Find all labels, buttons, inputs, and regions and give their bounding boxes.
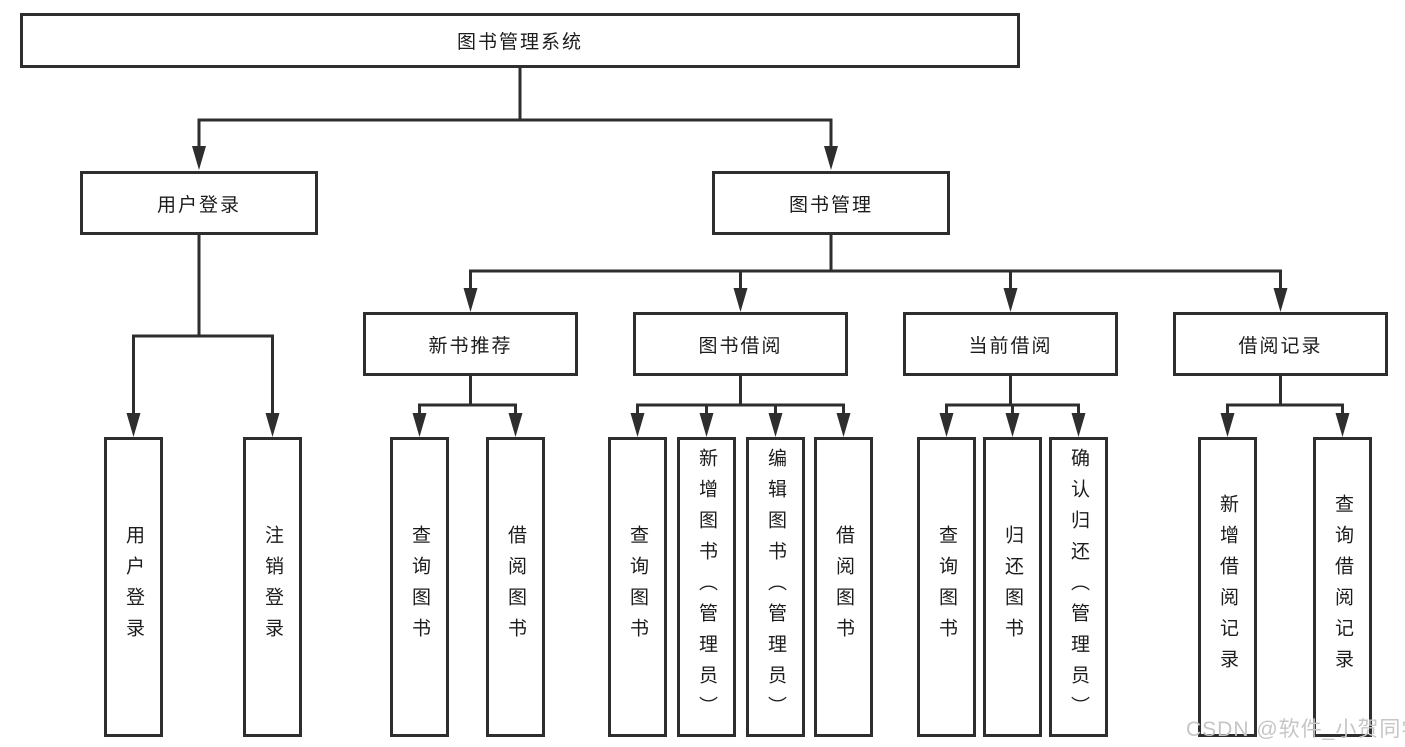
- leaf-label: 注销登录: [262, 525, 283, 649]
- arrowheads: [126, 146, 1350, 437]
- node-label: 用户登录: [156, 194, 241, 216]
- node-current-borrow: 当前借阅: [903, 312, 1118, 376]
- leaf-label: 查询图书: [936, 525, 957, 649]
- leaf-return-book: 归还图书: [983, 437, 1042, 737]
- node-label: 借阅记录: [1238, 335, 1323, 357]
- connector-path: [132, 66, 1344, 418]
- node-user-login: 用户登录: [80, 171, 318, 235]
- csdn-watermark: CSDN @软件_小贺同学: [1186, 718, 1405, 741]
- leaf-label: 新增借阅记录: [1217, 494, 1238, 680]
- node-label: 图书管理: [788, 194, 873, 216]
- leaf-label: 用户登录: [123, 525, 144, 649]
- leaf-borrow-books-recommend: 借阅图书: [486, 437, 545, 737]
- node-root-label: 图书管理系统: [456, 32, 583, 53]
- leaf-label: 查询图书: [409, 525, 430, 649]
- node-new-book-recommend: 新书推荐: [363, 312, 578, 376]
- node-root: 图书管理系统: [20, 13, 1020, 68]
- node-borrow-records: 借阅记录: [1173, 312, 1388, 376]
- leaf-logout: 注销登录: [243, 437, 302, 737]
- leaf-label: 查询借阅记录: [1332, 494, 1353, 680]
- node-label: 图书借阅: [698, 335, 783, 357]
- leaf-label: 查询图书: [627, 525, 648, 649]
- leaf-query-books-current: 查询图书: [917, 437, 976, 737]
- node-book-management: 图书管理: [712, 171, 950, 235]
- leaf-add-borrow-record: 新增借阅记录: [1198, 437, 1257, 737]
- leaf-borrow-books: 借阅图书: [814, 437, 873, 737]
- node-book-borrow: 图书借阅: [633, 312, 848, 376]
- leaf-label: 确认归还（管理员）: [1068, 447, 1089, 727]
- leaf-user-login: 用户登录: [104, 437, 163, 737]
- leaf-query-borrow-record: 查询借阅记录: [1313, 437, 1372, 737]
- leaf-label: 编辑图书（管理员）: [765, 447, 786, 727]
- leaf-query-books-borrow: 查询图书: [608, 437, 667, 737]
- leaf-edit-book-admin: 编辑图书（管理员）: [746, 437, 805, 737]
- leaf-label: 借阅图书: [505, 525, 526, 649]
- leaf-query-books-recommend: 查询图书: [390, 437, 449, 737]
- leaf-label: 新增图书（管理员）: [696, 447, 717, 727]
- leaf-label: 归还图书: [1002, 525, 1023, 649]
- leaf-label: 借阅图书: [833, 525, 854, 649]
- leaf-add-book-admin: 新增图书（管理员）: [677, 437, 736, 737]
- node-label: 当前借阅: [968, 335, 1053, 357]
- node-label: 新书推荐: [428, 335, 513, 357]
- leaf-confirm-return-admin: 确认归还（管理员）: [1049, 437, 1108, 737]
